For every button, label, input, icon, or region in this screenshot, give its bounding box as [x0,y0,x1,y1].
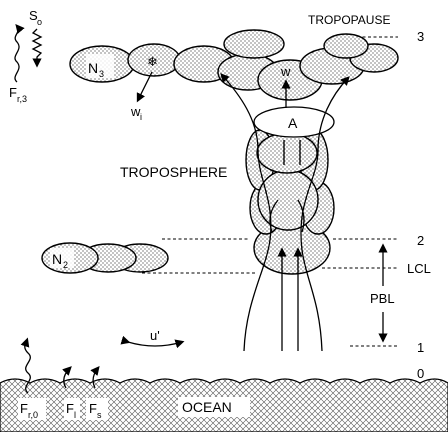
n3-sub: 3 [99,69,104,79]
updraft-w-label: w [280,64,291,79]
solar-radiation-arrow [31,28,43,68]
level-0-label: 0 [417,366,424,381]
surface-fluxes: F r,0 F l F s [18,337,108,420]
solar-label: S [29,8,38,23]
ice-crystal-icon: ❄ [147,54,158,69]
level-3-label: 3 [417,29,424,44]
wind-label: u' [150,328,160,343]
n3-label: N [88,60,98,76]
solar-sub: o [37,17,42,27]
ocean: OCEAN [0,378,448,432]
fl-sub: l [74,410,76,420]
fs-label: F [89,401,97,416]
fr0-sub: r,0 [28,410,38,420]
anvil-area: A [253,106,335,138]
toa-radiation: F r,3 S o [9,8,43,104]
fr3-radiation-arrow [14,24,25,83]
troposphere-label: TROPOSPHERE [120,164,227,180]
level-lines: TROPOPAUSE 3 2 LCL 1 0 PBL [142,13,431,381]
wind-double-arrow [120,335,185,349]
updraft-left-outer [220,73,272,352]
updraft-arrows: w [220,64,350,352]
updraft-right-outer [300,76,350,352]
ice-fall-arrow [136,71,153,103]
convective-tower [245,129,335,275]
ice-fall-label: w [130,104,141,119]
ice-fall-sub: i [140,112,142,122]
ocean-label: OCEAN [182,399,232,415]
n2-sub: 2 [63,260,68,270]
level-2-label: 2 [417,233,424,248]
fr0-label: F [20,401,28,416]
lcl-label: LCL [407,261,431,276]
ocean-label-bg [178,397,250,417]
cloud-n2: N 2 [41,242,169,274]
fr0-radiation-arrow [20,337,31,394]
fr3-sub: r,3 [17,94,27,104]
anvil-area-label: A [288,115,298,131]
fs-sub: s [97,410,102,420]
fr3-label: F [9,85,17,100]
anvil-area-ellipse [253,106,335,138]
tower-inner-right [297,199,305,233]
level-1-label: 1 [417,340,424,355]
fs-flux-arrow [90,365,100,389]
fl-flux-arrow [62,366,72,389]
pbl-label: PBL [370,291,395,306]
tropopause-label: TROPOPAUSE [308,13,390,27]
fl-label: F [66,401,74,416]
horizontal-wind: u' [120,328,185,349]
tower-inner-left [269,199,279,233]
n2-label: N [52,251,62,267]
cloud-n3: N 3 ❄ w i [69,29,399,122]
